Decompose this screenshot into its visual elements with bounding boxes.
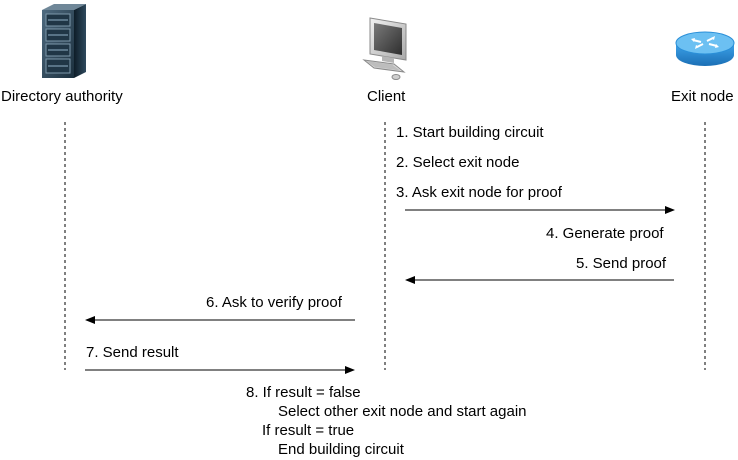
desktop-computer-icon: [362, 17, 407, 80]
step-7-label: 7. Send result: [86, 344, 179, 361]
step-3-label: 3. Ask exit node for proof: [396, 184, 562, 201]
step-8-line-3: If result = true: [262, 422, 355, 439]
step-8-line-4: End building circuit: [278, 441, 404, 458]
step-8-line-1: 8. If result = false: [246, 384, 361, 401]
server-rack-icon: [42, 4, 86, 78]
step-5-label: 5. Send proof: [576, 255, 667, 272]
step-2-label: 2. Select exit node: [396, 154, 520, 171]
step-1-label: 1. Start building circuit: [396, 124, 544, 141]
actor-label-directory: Directory authority: [1, 88, 123, 105]
step-8-line-2: Select other exit node and start again: [278, 403, 527, 420]
step-6-label: 6. Ask to verify proof: [206, 294, 342, 311]
router-icon: [675, 31, 735, 66]
step-4-label: 4. Generate proof: [546, 225, 664, 242]
actor-label-exit: Exit node: [671, 88, 734, 105]
actor-label-client: Client: [367, 88, 406, 105]
